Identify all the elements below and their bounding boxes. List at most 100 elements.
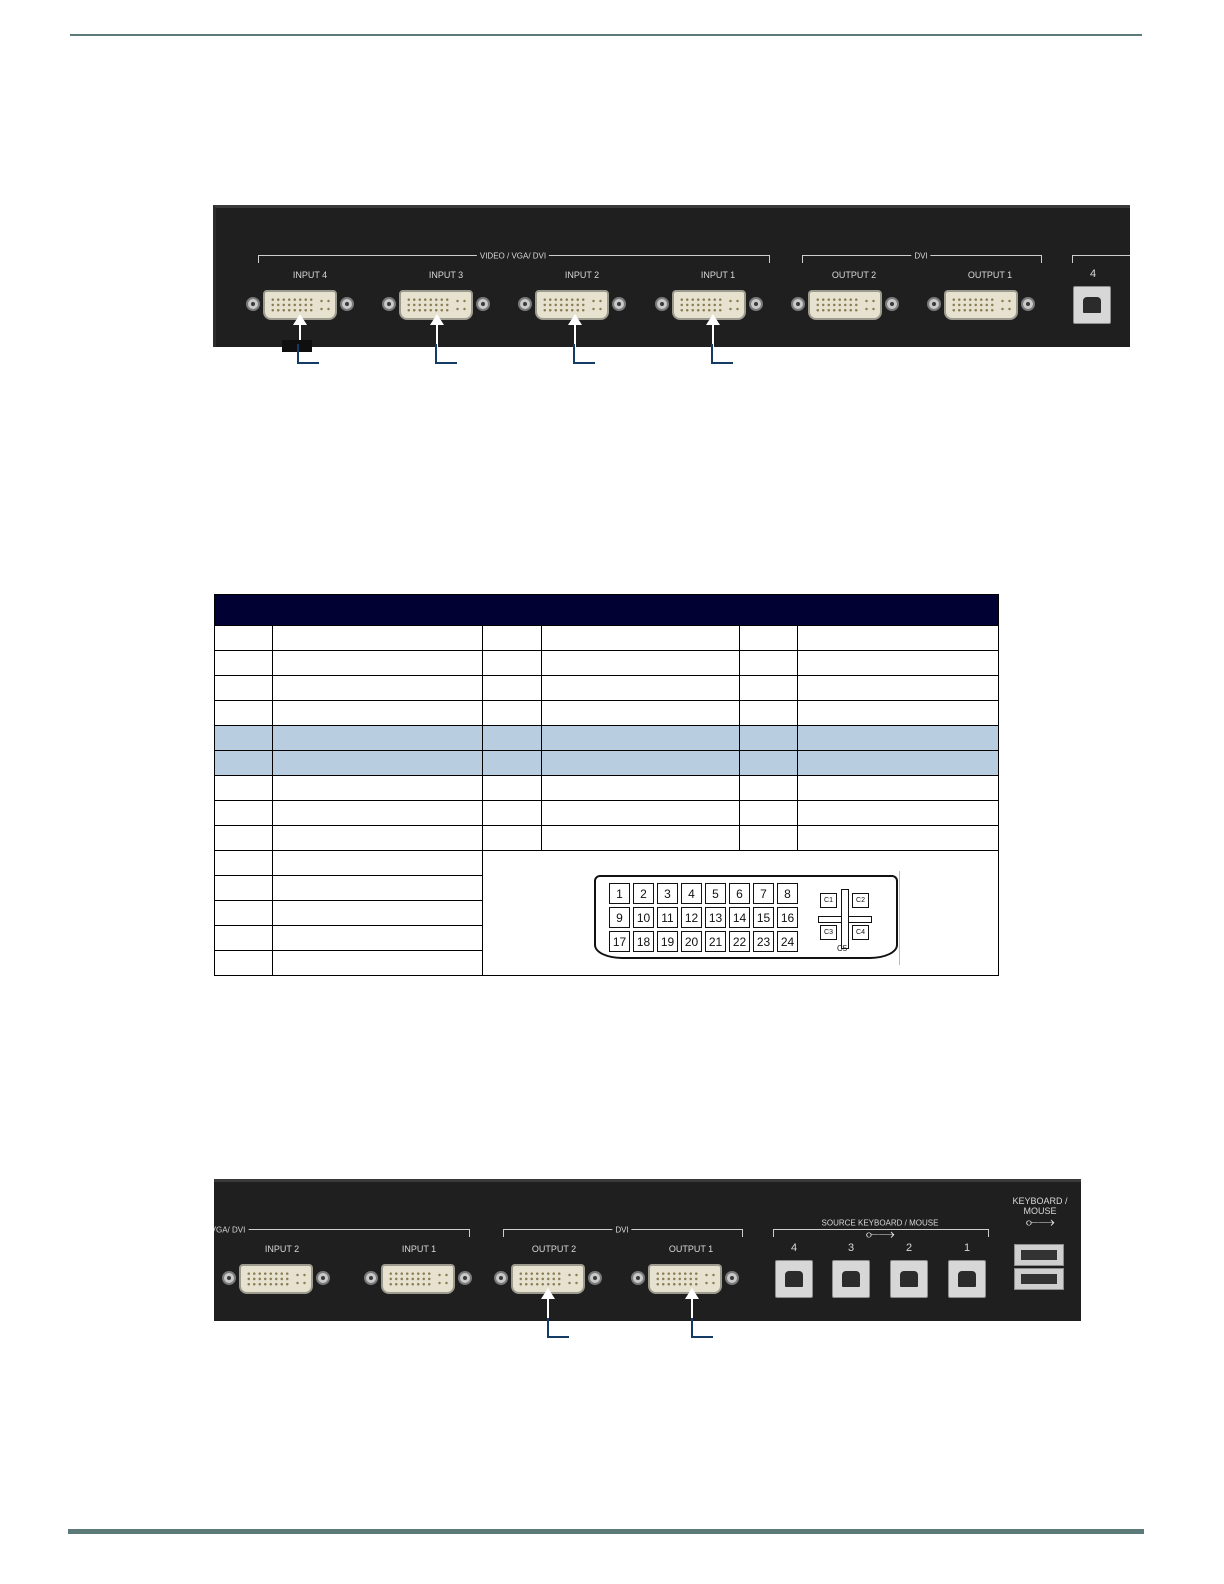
usb-a-mouse-port [1014, 1268, 1064, 1290]
pin-17: 17 [609, 931, 630, 952]
table-row [214, 825, 1000, 851]
label-input-1: INPUT 1 [700, 270, 736, 280]
group-label-outputs: DVI [911, 251, 931, 261]
rear-panel-bottom: VGA/ DVI DVI SOURCE KEYBOARD / MOUSE ⟜⟶ … [214, 1179, 1081, 1321]
pin-c5: C5 [837, 944, 848, 953]
pin-14: 14 [729, 907, 750, 928]
usb-b-port-4 [1073, 286, 1111, 324]
arrow-input-2 [568, 314, 582, 347]
table-row [214, 650, 1000, 676]
group-label-usb: SOURCE KEYBOARD / MOUSE [818, 1218, 942, 1228]
pin-16: 16 [777, 907, 798, 928]
arrow-input-1 [706, 314, 720, 347]
pin-20: 20 [681, 931, 702, 952]
pin-9: 9 [609, 907, 630, 928]
bracket-usb [773, 1229, 989, 1237]
leader-input-2 [573, 344, 595, 364]
leader-output-2 [547, 1318, 569, 1338]
pin-c2: C2 [852, 893, 869, 908]
group-label-inputs: VGA/ DVI [214, 1225, 249, 1235]
table-row [214, 700, 1000, 726]
label-output-1: OUTPUT 1 [967, 270, 1013, 280]
leader-output-1 [691, 1318, 713, 1338]
label-keyboard-line1: KEYBOARD / [1012, 1196, 1068, 1206]
label-input-4: INPUT 4 [292, 270, 328, 280]
pin-6: 6 [729, 883, 750, 904]
header-rule [70, 34, 1142, 36]
pin-7: 7 [753, 883, 774, 904]
pin-3: 3 [657, 883, 678, 904]
usb-icon: ⟜⟶ [1025, 1214, 1055, 1231]
usb-a-keyboard-port [1014, 1244, 1064, 1266]
bracket-video-inputs [214, 1229, 470, 1237]
dvi-port-input-1 [364, 1264, 472, 1294]
label-keyboard-line2: MOUSE [1023, 1206, 1057, 1216]
analog-cross-vertical [841, 889, 849, 949]
table-row [214, 800, 1000, 826]
label-usb-port-2: 2 [905, 1242, 913, 1254]
bracket-usb [1072, 255, 1130, 263]
dvi-port-output-2 [791, 290, 899, 320]
pin-19: 19 [657, 931, 678, 952]
pin-24: 24 [777, 931, 798, 952]
usb-b-port-1 [948, 1260, 986, 1298]
pin-c3: C3 [820, 925, 837, 940]
pin-11: 11 [657, 907, 678, 928]
dvi-port-output-1 [927, 290, 1035, 320]
pin-5: 5 [705, 883, 726, 904]
label-input-3: INPUT 3 [428, 270, 464, 280]
arrow-input-3 [430, 314, 444, 347]
label-usb-port-3: 3 [847, 1242, 855, 1254]
label-input-1: INPUT 1 [401, 1244, 437, 1254]
pin-21: 21 [705, 931, 726, 952]
usb-b-port-4 [775, 1260, 813, 1298]
label-input-2: INPUT 2 [564, 270, 600, 280]
dvi-port-input-4 [246, 290, 354, 320]
pin-4: 4 [681, 883, 702, 904]
arrow-output-1 [685, 1288, 699, 1321]
diagram-separator [899, 871, 900, 965]
table-row [214, 775, 1000, 801]
leader-input-4 [297, 344, 319, 364]
rear-panel-top: VIDEO / VGA/ DVI DVI INPUT 4 INPUT 3 INP… [213, 205, 1130, 347]
usb-b-port-3 [832, 1260, 870, 1298]
pin-c1: C1 [820, 893, 837, 908]
arrow-output-2 [541, 1288, 555, 1321]
dvi-port-output-1 [631, 1264, 739, 1294]
table-header [213, 594, 1000, 626]
leader-input-3 [435, 344, 457, 364]
label-output-1: OUTPUT 1 [668, 1244, 714, 1254]
table-row-highlighted [214, 725, 1000, 751]
pin-12: 12 [681, 907, 702, 928]
dvi-port-output-2 [494, 1264, 602, 1294]
group-label-outputs: DVI [612, 1225, 632, 1235]
pin-8: 8 [777, 883, 798, 904]
pin-15: 15 [753, 907, 774, 928]
pin-18: 18 [633, 931, 654, 952]
usb-icon: ⟜⟶ [865, 1226, 895, 1243]
label-usb-4: 4 [1089, 268, 1097, 280]
table-row [214, 950, 999, 976]
group-label-inputs: VIDEO / VGA/ DVI [476, 251, 550, 261]
label-usb-port-4: 4 [790, 1242, 798, 1254]
pin-13: 13 [705, 907, 726, 928]
label-usb-port-1: 1 [963, 1242, 971, 1254]
label-output-2: OUTPUT 2 [831, 270, 877, 280]
pin-1: 1 [609, 883, 630, 904]
label-input-2: INPUT 2 [264, 1244, 300, 1254]
leader-input-1 [711, 344, 733, 364]
table-row [214, 625, 1000, 651]
pin-10: 10 [633, 907, 654, 928]
table-row-highlighted [214, 750, 1000, 776]
pin-23: 23 [753, 931, 774, 952]
dvi-port-input-2 [222, 1264, 330, 1294]
arrow-input-4 [293, 314, 307, 347]
pin-2: 2 [633, 883, 654, 904]
pin-c4: C4 [852, 925, 869, 940]
table-header-row [213, 594, 1000, 626]
usb-b-port-2 [890, 1260, 928, 1298]
